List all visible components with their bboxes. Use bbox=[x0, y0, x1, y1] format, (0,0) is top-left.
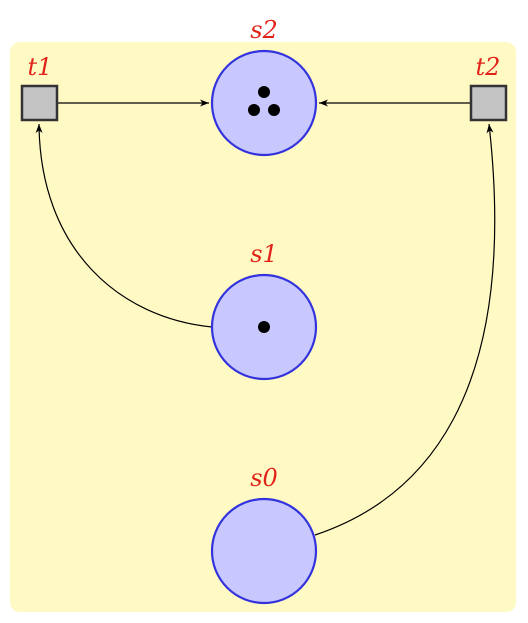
token-s2-1 bbox=[258, 86, 270, 98]
arc-s0-to-t2 bbox=[314, 123, 496, 536]
place-s2 bbox=[210, 49, 318, 157]
label-s0: s0 bbox=[250, 464, 278, 492]
token-s2-2 bbox=[248, 104, 260, 116]
transition-t1 bbox=[20, 84, 59, 122]
label-s1: s1 bbox=[250, 240, 278, 268]
label-t2: t2 bbox=[476, 53, 501, 81]
label-s2: s2 bbox=[250, 16, 278, 44]
token-s1-1 bbox=[258, 321, 270, 333]
place-s0 bbox=[210, 497, 318, 605]
token-s2-3 bbox=[268, 104, 280, 116]
transition-t2 bbox=[469, 84, 508, 122]
label-t1: t1 bbox=[28, 53, 53, 81]
arc-s1-to-t1 bbox=[35, 123, 213, 328]
